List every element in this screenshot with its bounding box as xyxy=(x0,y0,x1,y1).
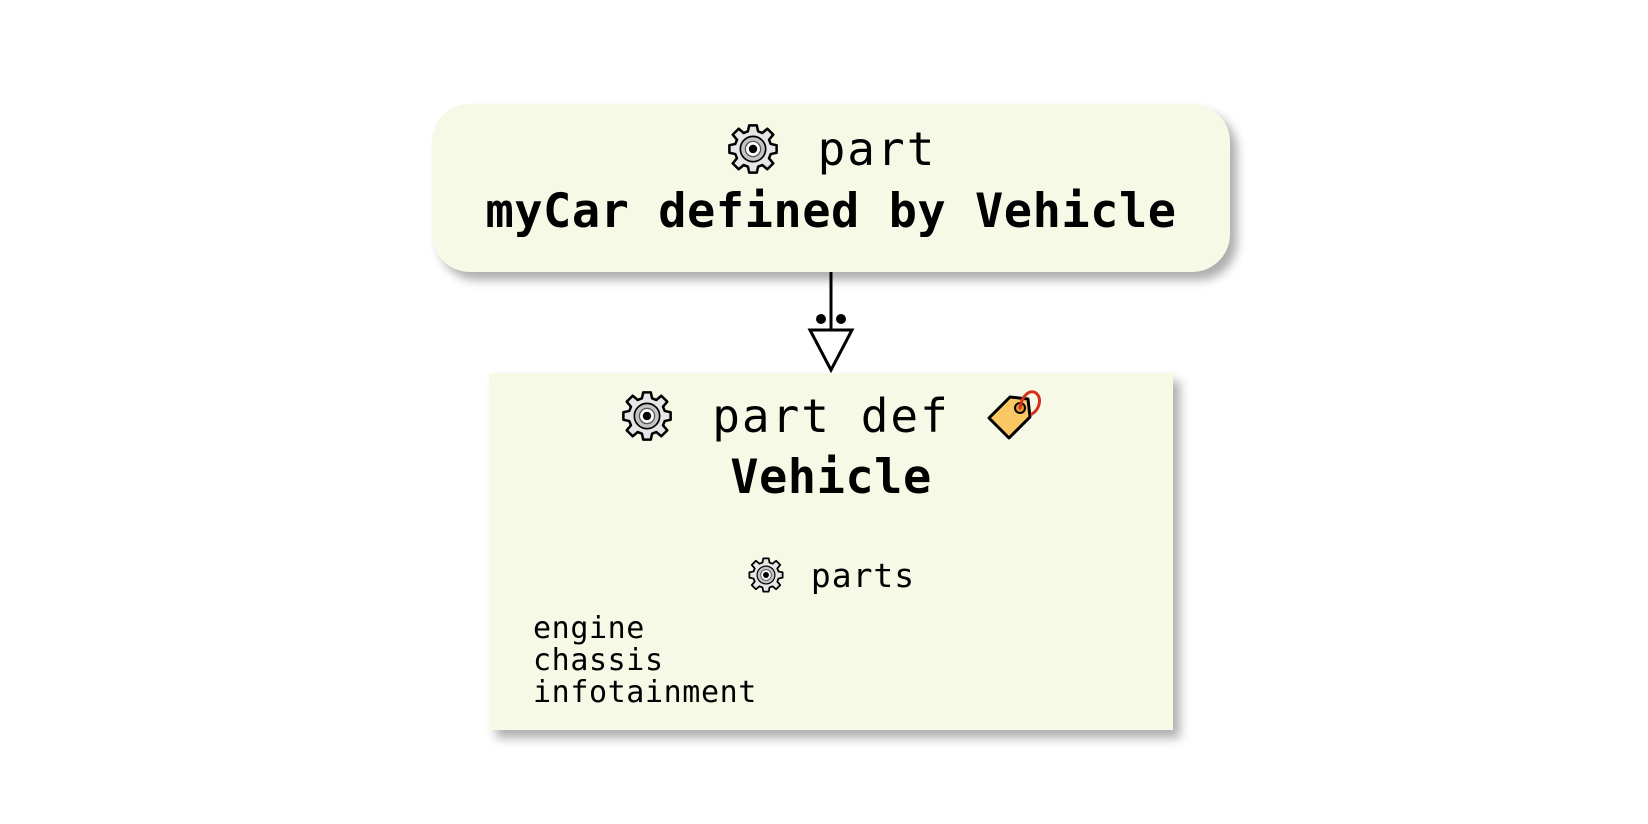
def-name-row: Vehicle xyxy=(489,446,1173,508)
def-name: Vehicle xyxy=(730,449,932,505)
edge-dot-right xyxy=(836,314,846,324)
edge-arrowhead xyxy=(807,328,855,374)
def-keyword: part def xyxy=(712,389,950,443)
part-def-node[interactable]: part def Vehicle parts engine chassis i xyxy=(489,373,1173,730)
edge-dot-left xyxy=(816,314,826,324)
gear-icon xyxy=(747,556,785,594)
list-item[interactable]: infotainment xyxy=(533,675,757,710)
usage-keyword: part xyxy=(817,122,937,176)
list-item[interactable]: engine xyxy=(533,611,645,646)
gear-icon xyxy=(726,122,780,176)
compartment-label: parts xyxy=(810,555,916,595)
part-usage-node[interactable]: part myCar defined by Vehicle xyxy=(432,104,1230,272)
usage-keyword-row: part xyxy=(432,118,1230,180)
parts-compartment-header: parts xyxy=(489,553,1173,597)
usage-name: myCar defined by Vehicle xyxy=(485,183,1177,239)
tag-icon xyxy=(986,387,1042,445)
gear-icon xyxy=(620,389,674,443)
usage-name-row: myCar defined by Vehicle xyxy=(432,180,1230,242)
list-item[interactable]: chassis xyxy=(533,643,664,678)
def-keyword-row: part def xyxy=(489,385,1173,447)
parts-list: engine chassis infotainment xyxy=(533,613,757,709)
